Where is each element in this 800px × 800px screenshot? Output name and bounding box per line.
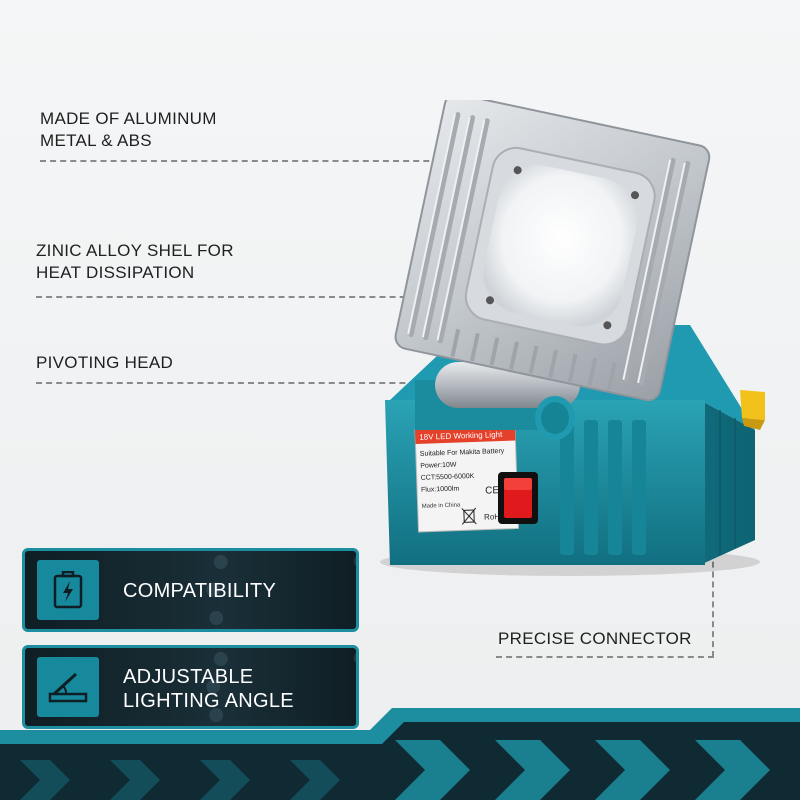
callout-material-line2: METAL & ABS — [40, 131, 152, 150]
callout-material-leader — [40, 160, 510, 162]
feature-adjustable-line2: LIGHTING ANGLE — [123, 690, 294, 712]
label-plate-made-in: Made in China — [422, 502, 462, 509]
chevron-band — [0, 708, 800, 800]
feature-compatibility: COMPATIBILITY — [22, 548, 359, 632]
label-plate-line2: Power:10W — [420, 462, 457, 470]
callout-connector-line1: PRECISE CONNECTOR — [498, 629, 692, 648]
battery-bolt-icon — [37, 560, 99, 620]
label-plate-rohs: RoHS — [484, 512, 506, 522]
callout-pivot-leader — [36, 382, 466, 384]
callout-connector: PRECISE CONNECTOR — [498, 628, 692, 650]
callout-alloy-line1: ZINIC ALLOY SHEL FOR — [36, 241, 234, 260]
label-plate-line4: Flux:1000lm — [421, 485, 460, 493]
label-plate-ce: CE — [485, 485, 500, 496]
angle-icon — [37, 657, 99, 717]
work-light-illustration: 18V LED Working Light Suitable For Makit… — [380, 100, 765, 576]
feature-adjustable-line1: ADJUSTABLE — [123, 666, 254, 688]
gear-pattern-icon — [206, 551, 356, 629]
callout-material: MADE OF ALUMINUM METAL & ABS — [40, 108, 217, 152]
callout-pivot-line1: PIVOTING HEAD — [36, 353, 174, 372]
callout-alloy: ZINIC ALLOY SHEL FOR HEAT DISSIPATION — [36, 240, 234, 284]
led-lens — [483, 165, 638, 327]
gear-pattern-icon — [206, 648, 356, 726]
label-plate-title: 18V LED Working Light — [419, 430, 503, 442]
feature-compatibility-text: COMPATIBILITY — [123, 580, 277, 602]
callout-material-line1: MADE OF ALUMINUM — [40, 109, 217, 128]
light-head — [394, 100, 711, 402]
weee-bin-icon — [461, 507, 477, 525]
feature-adjustable-angle: ADJUSTABLE LIGHTING ANGLE — [22, 645, 359, 729]
feature-compatibility-label: COMPATIBILITY — [123, 579, 276, 603]
callout-connector-leader — [496, 656, 714, 658]
feature-adjustable-label: ADJUSTABLE LIGHTING ANGLE — [123, 665, 294, 713]
power-switch[interactable] — [498, 472, 538, 524]
label-plate-line1: Suitable For Makita Battery — [420, 448, 505, 458]
callout-pivot: PIVOTING HEAD — [36, 352, 173, 374]
label-plate-line3: CCT:5500-6000K — [421, 473, 475, 482]
callout-alloy-leader — [36, 296, 436, 298]
callout-alloy-line2: HEAT DISSIPATION — [36, 263, 195, 282]
callout-connector-vertical — [712, 492, 714, 657]
